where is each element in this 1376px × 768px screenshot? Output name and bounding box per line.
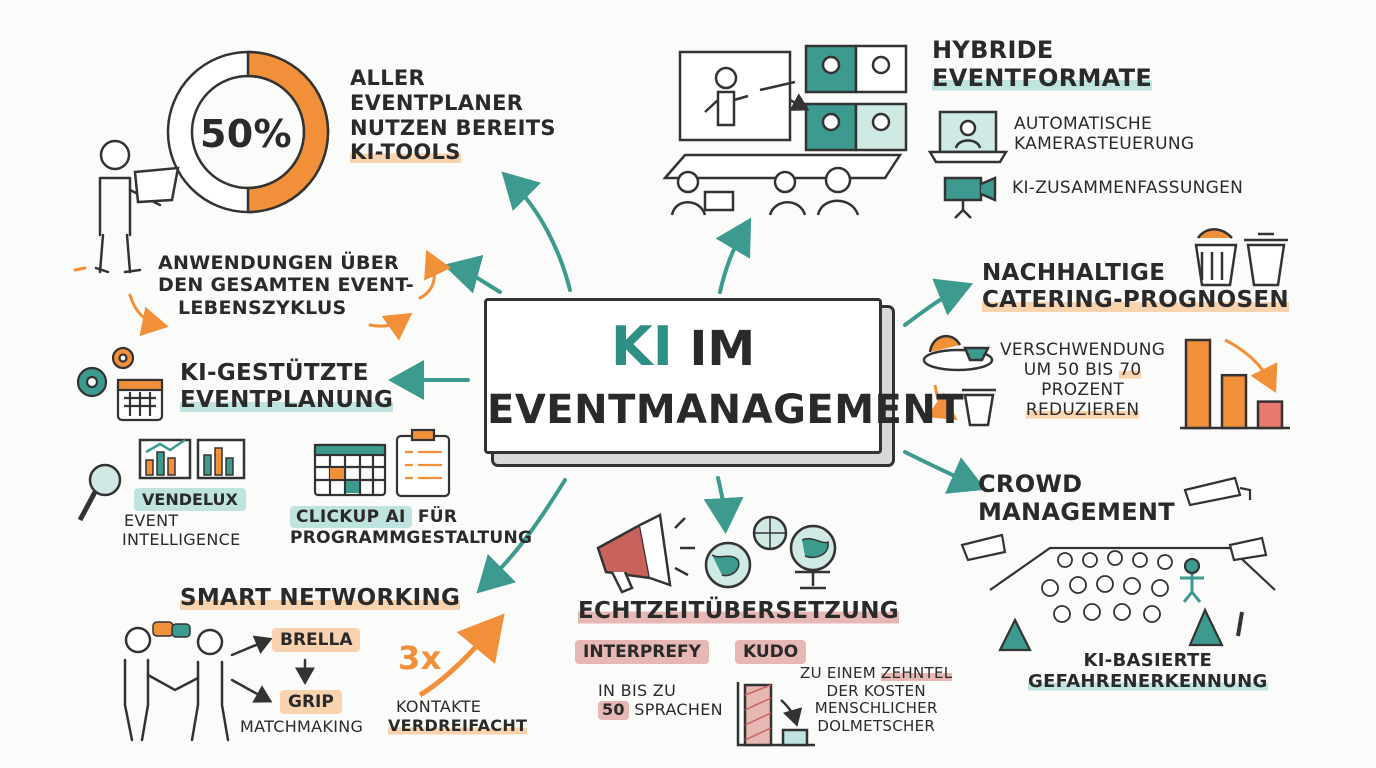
waste-line-4: REDUZIEREN <box>1025 400 1140 421</box>
arrow-to-catering <box>903 278 974 327</box>
brella-badge: BRELLA <box>272 628 361 652</box>
arrow-to-hybrid <box>715 217 752 294</box>
stat-text: ALLER EVENTPLANER NUTZEN BEREITS KI-TOOL… <box>350 66 556 166</box>
waste-line-2: UM 50 BIS <box>1023 360 1114 381</box>
lifecycle-line-3: LEBENSZYKLUS <box>178 296 347 319</box>
magnifier-charts-drawing <box>77 438 246 522</box>
arrow-to-translation <box>703 476 744 534</box>
stat-percent: 50% <box>200 112 292 156</box>
crowd-feature: KI-BASIERTE GEFAHRENERKENNUNG <box>1028 650 1268 693</box>
result-line-2: VERDREIFACHT <box>388 715 528 736</box>
planning-title: KI-GESTÜTZTE EVENTPLANUNG <box>180 360 394 415</box>
catering-title-line-2: CATERING-PROGNOSEN <box>982 287 1289 315</box>
cost-line-1-hl: ZEHNTEL <box>881 664 953 682</box>
languages-line-1: IN BIS ZU <box>598 681 677 700</box>
stat-line-4: KI-TOOLS <box>350 140 461 166</box>
arrow-to-networking <box>476 478 567 594</box>
crowd-drawing <box>960 476 1276 652</box>
crowd-feature-line-1: KI-BASIERTE <box>1083 650 1213 671</box>
hybrid-feature-1-line-2: KAMERASTEUERUNG <box>1014 134 1195 155</box>
multiplier-label: 3x <box>398 639 442 677</box>
cost-chart-drawing <box>736 682 815 747</box>
cost-line-3: MENSCHLICHER <box>814 699 938 718</box>
megaphone-globes-drawing <box>596 513 837 594</box>
planning-title-line-1: KI-GESTÜTZTE <box>180 360 369 386</box>
waste-text: VERSCHWENDUNG UM 50 BIS 70 PROZENT REDUZ… <box>1000 340 1166 421</box>
crowd-title-line-2: MANAGEMENT <box>978 498 1175 527</box>
laptop-camera-icons <box>927 110 1009 219</box>
grip-badge: GRIP <box>280 690 342 714</box>
waste-line-3: PROZENT <box>1041 380 1125 401</box>
clickup-line-2: PROGRAMMGESTALTUNG <box>290 528 533 549</box>
cost-line-4: DOLMETSCHER <box>817 717 936 736</box>
vendelux-desc-line-1: EVENT <box>124 511 179 530</box>
percent-donut <box>166 50 330 214</box>
cost-text: ZU EINEM ZEHNTEL DER KOSTEN MENSCHLICHER… <box>800 664 953 736</box>
center-topic-box: KI IM EVENTMANAGEMENT <box>484 298 965 460</box>
lifecycle-line-1: ANWENDUNGEN ÜBER <box>158 252 399 274</box>
arrow-to-stat <box>501 171 572 292</box>
hybrid-feature-2: KI-ZUSAMMENFASSUNGEN <box>1012 178 1244 198</box>
branch-arrows <box>388 171 987 594</box>
result-line-1: KONTAKTE <box>396 697 482 716</box>
center-title-im: IM <box>689 321 756 377</box>
kudo-badge: KUDO <box>735 640 807 664</box>
interprefy-badge: INTERPREFY <box>575 640 709 664</box>
lifecycle-line-2: DEN GESAMTEN EVENT- <box>158 274 414 297</box>
planning-title-line-2: EVENTPLANUNG <box>180 387 394 415</box>
lifecycle-arrows <box>73 249 452 341</box>
gears-calendar-drawing <box>76 346 164 422</box>
arrow-to-lifecycle <box>443 254 502 294</box>
center-subtitle: EVENTMANAGEMENT <box>487 387 965 433</box>
waste-bar-3 <box>1256 400 1284 430</box>
center-box-face: KI IM EVENTMANAGEMENT <box>484 298 965 454</box>
cost-line-2: DER KOSTEN <box>826 681 926 700</box>
stat-line-1: ALLER <box>350 66 426 90</box>
hybrid-stage-drawing <box>662 44 908 216</box>
hybrid-feature-1: AUTOMATISCHE KAMERASTEUERUNG <box>1014 114 1194 154</box>
clickup-suffix: FÜR <box>417 507 458 527</box>
center-title: KI IM <box>487 315 879 378</box>
hybrid-feature-1-line-1: AUTOMATISCHE <box>1014 114 1152 134</box>
lifecycle-text: ANWENDUNGEN ÜBER DEN GESAMTEN EVENT- LEB… <box>158 252 414 319</box>
stat-line-2: EVENTPLANER <box>350 90 524 115</box>
crowd-title-line-1: CROWD <box>978 470 1083 498</box>
donut-fill-segment <box>246 50 330 214</box>
center-title-ki: KI <box>610 315 673 378</box>
languages-word: SPRACHEN <box>634 699 723 719</box>
clickup-badge: CLICKUP AI <box>290 506 412 529</box>
clickup-text: CLICKUP AI FÜR PROGRAMMGESTALTUNG <box>290 506 532 548</box>
catering-title-line-1: NACHHALTIGE <box>982 260 1166 286</box>
arrow-to-crowd <box>903 450 987 494</box>
person-laptop-drawing <box>94 139 180 274</box>
crowd-feature-line-2: GEFAHRENERKENNUNG <box>1028 671 1268 693</box>
matchmaking-label: MATCHMAKING <box>240 717 364 736</box>
growth-arrow <box>418 613 505 698</box>
waste-bar-2 <box>1220 373 1248 430</box>
waste-line-1: VERSCHWENDUNG <box>1000 340 1166 360</box>
translation-title: ECHTZEITÜBERSETZUNG <box>578 598 899 626</box>
languages-number: 50 <box>598 700 629 720</box>
waste-bar-1 <box>1184 338 1212 430</box>
hybrid-title-line-1: HYBRIDE <box>932 36 1054 64</box>
cost-line-1-pre: ZU EINEM <box>800 664 876 682</box>
networking-title: SMART NETWORKING <box>180 585 461 613</box>
vendelux-desc-line-2: INTELLIGENCE <box>122 529 241 549</box>
languages-text: IN BIS ZU 50 SPRACHEN <box>598 681 723 720</box>
catering-title: NACHHALTIGE CATERING-PROGNOSEN <box>982 260 1289 315</box>
waste-bar-chart <box>1180 338 1290 430</box>
calendar-clipboard-drawing <box>313 428 451 498</box>
waste-max: 70 <box>1119 360 1142 381</box>
vendelux-desc: EVENT INTELLIGENCE <box>122 511 241 550</box>
bins-food-drawing <box>922 228 1288 427</box>
hybrid-title-line-2: EVENTFORMATE <box>932 64 1153 93</box>
crowd-title: CROWD MANAGEMENT <box>978 470 1175 527</box>
hybrid-title: HYBRIDE EVENTFORMATE <box>932 36 1153 93</box>
handshake-drawing <box>123 621 315 742</box>
stat-line-3: NUTZEN BEREITS <box>350 115 556 140</box>
vendelux-badge: VENDELUX <box>134 488 246 511</box>
networking-result: KONTAKTE VERDREIFACHT <box>388 697 528 736</box>
